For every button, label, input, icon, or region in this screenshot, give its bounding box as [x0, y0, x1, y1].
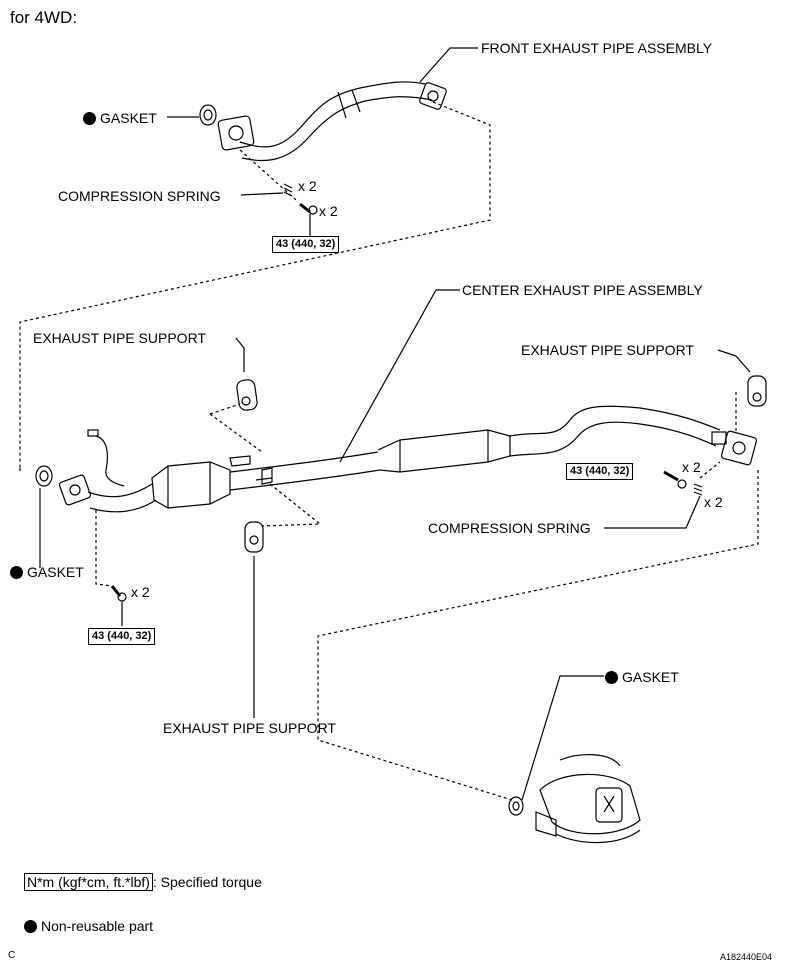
front-exhaust-pipe	[217, 81, 447, 162]
support-bottom-part	[244, 521, 264, 553]
support-right-label: EXHAUST PIPE SUPPORT	[521, 342, 694, 358]
support-left-label: EXHAUST PIPE SUPPORT	[33, 330, 206, 346]
spring-right-qty: x 2	[704, 494, 723, 510]
support-left-part	[236, 379, 258, 411]
bolt-left-qty: x 2	[131, 584, 150, 600]
gasket-top-part	[199, 104, 217, 126]
muffler-part	[535, 754, 641, 844]
gasket-top-label: GASKET	[83, 110, 157, 126]
non-reusable-dot-icon	[605, 671, 618, 684]
non-reusable-legend: Non-reusable part	[24, 918, 153, 934]
torque-unit-box: N*m (kgf*cm, ft.*lbf)	[24, 873, 153, 891]
torque-left: 43 (440, 32)	[88, 628, 156, 645]
center-pipe-label: CENTER EXHAUST PIPE ASSEMBLY	[462, 282, 703, 298]
gasket-left-label: GASKET	[10, 564, 84, 580]
corner-mark: C	[8, 950, 16, 961]
non-reusable-dot-icon	[83, 112, 96, 125]
support-right-part	[747, 375, 767, 407]
compression-spring-top-label: COMPRESSION SPRING	[58, 188, 221, 204]
page-heading: for 4WD:	[10, 8, 78, 27]
non-reusable-dot-icon	[10, 566, 23, 579]
gasket-bottom-label: GASKET	[605, 669, 679, 685]
torque-legend-desc: : Specified torque	[152, 874, 262, 890]
torque-right: 43 (440, 32)	[566, 463, 634, 480]
torque-legend: N*m (kgf*cm, ft.*lbf): Specified torque	[24, 873, 262, 891]
support-bottom-label: EXHAUST PIPE SUPPORT	[163, 720, 336, 736]
bolt-right-qty: x 2	[682, 459, 701, 475]
spring-top-qty: x 2	[298, 178, 317, 194]
compression-spring-right-label: COMPRESSION SPRING	[428, 520, 591, 536]
front-pipe-label: FRONT EXHAUST PIPE ASSEMBLY	[481, 40, 713, 56]
bolt-top-qty: x 2	[319, 203, 338, 219]
figure-id: A182440E04	[720, 952, 773, 962]
non-reusable-dot-icon	[24, 920, 37, 933]
center-exhaust-pipe	[58, 405, 758, 513]
torque-top: 43 (440, 32)	[272, 236, 340, 253]
